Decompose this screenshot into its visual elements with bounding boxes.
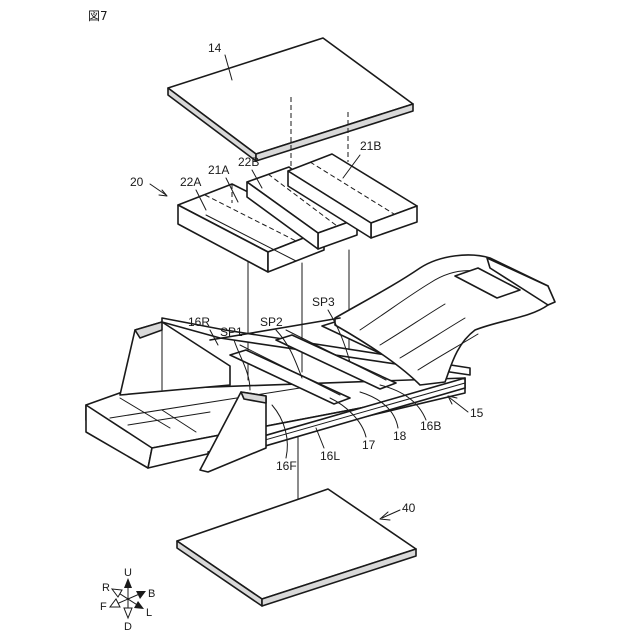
label-frame-16R: 16R	[188, 315, 210, 329]
label-unit-22A: 22A	[180, 175, 201, 189]
bottom-plate	[177, 489, 416, 606]
label-plate-bottom: 40	[402, 501, 416, 515]
label-part-18: 18	[393, 429, 407, 443]
label-space-SP3: SP3	[312, 295, 335, 309]
label-plate-top: 14	[208, 41, 222, 55]
label-assembly: 20	[130, 175, 144, 189]
label-frame-15: 15	[470, 406, 484, 420]
label-frame-16L: 16L	[320, 449, 340, 463]
label-space-SP2: SP2	[260, 315, 283, 329]
label-space-SP1: SP1	[220, 325, 243, 339]
leader-line	[450, 398, 468, 412]
label-frame-16B: 16B	[420, 419, 441, 433]
dir-up: U	[124, 567, 132, 579]
leader-line	[316, 428, 324, 448]
label-part-17: 17	[362, 438, 376, 452]
dir-rear: R	[102, 582, 110, 594]
figure-title: 図7	[88, 9, 108, 23]
label-unit-22B: 22B	[238, 155, 259, 169]
leader-line	[382, 510, 400, 518]
dir-down: D	[124, 621, 132, 633]
label-unit-21A: 21A	[208, 163, 229, 177]
leader-line	[150, 184, 166, 195]
dir-back: B	[148, 588, 155, 600]
dir-front: F	[100, 601, 107, 613]
direction-rose	[110, 578, 146, 618]
arrow-head	[380, 512, 390, 520]
label-frame-16F: 16F	[276, 459, 297, 473]
label-unit-21B: 21B	[360, 139, 381, 153]
dir-left: L	[146, 607, 152, 619]
